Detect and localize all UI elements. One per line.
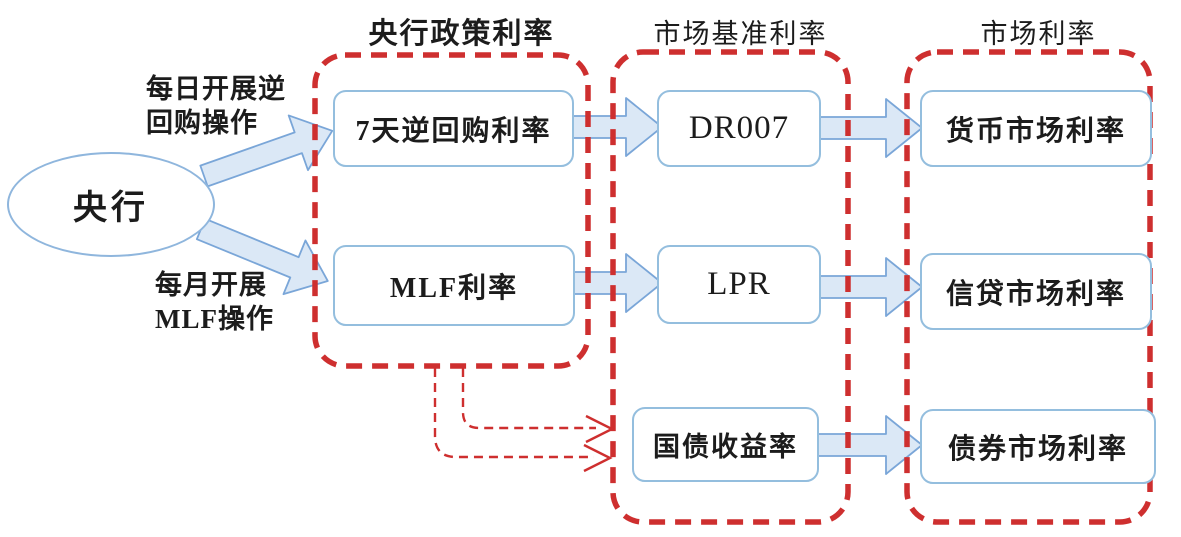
column-title-benchmark-rate: 市场基准利率 bbox=[653, 18, 828, 49]
policy-rate-container bbox=[312, 52, 591, 369]
central-bank-label: 央行 bbox=[73, 190, 149, 227]
node-dr007: DR007 bbox=[657, 90, 821, 167]
label-monthly-mlf-operation: 每月开展 MLF操作 bbox=[155, 270, 274, 334]
node-bond-market-rate: 债券市场利率 bbox=[920, 409, 1156, 484]
benchmark-rate-container bbox=[610, 49, 851, 525]
flow-arrow-dr007-to-money-icon bbox=[814, 98, 923, 158]
dashed-arrow-policy-to-treasury-lower bbox=[433, 368, 594, 459]
dashed-arrowhead-upper-icon bbox=[585, 414, 615, 444]
column-title-policy-rate: 央行政策利率 bbox=[368, 18, 555, 50]
node-credit-market-rate: 信贷市场利率 bbox=[920, 253, 1152, 330]
column-title-market-rate: 市场利率 bbox=[980, 18, 1097, 49]
flow-arrow-cb-to-repo-icon bbox=[199, 114, 334, 188]
flow-arrow-repo-to-dr007-icon bbox=[567, 97, 663, 157]
dashed-arrow-policy-to-treasury-upper bbox=[461, 368, 596, 430]
node-money-market-rate: 货币市场利率 bbox=[920, 90, 1152, 167]
node-7day-reverse-repo-rate: 7天逆回购利率 bbox=[333, 90, 574, 167]
flow-arrow-lpr-to-credit-icon bbox=[814, 257, 923, 317]
flow-arrow-cb-to-mlf-icon bbox=[195, 217, 329, 296]
flow-arrow-mlf-to-lpr-icon bbox=[568, 253, 663, 313]
dashed-arrowhead-lower-icon bbox=[583, 443, 613, 473]
central-bank-node: 央行 bbox=[7, 152, 215, 257]
market-rate-container bbox=[904, 49, 1153, 525]
label-daily-repo-operation: 每日开展逆 回购操作 bbox=[146, 74, 286, 138]
node-mlf-rate: MLF利率 bbox=[333, 245, 575, 326]
flow-arrow-treasury-to-bond-icon bbox=[812, 415, 923, 475]
node-lpr: LPR bbox=[657, 245, 821, 324]
node-treasury-yield: 国债收益率 bbox=[632, 407, 819, 482]
